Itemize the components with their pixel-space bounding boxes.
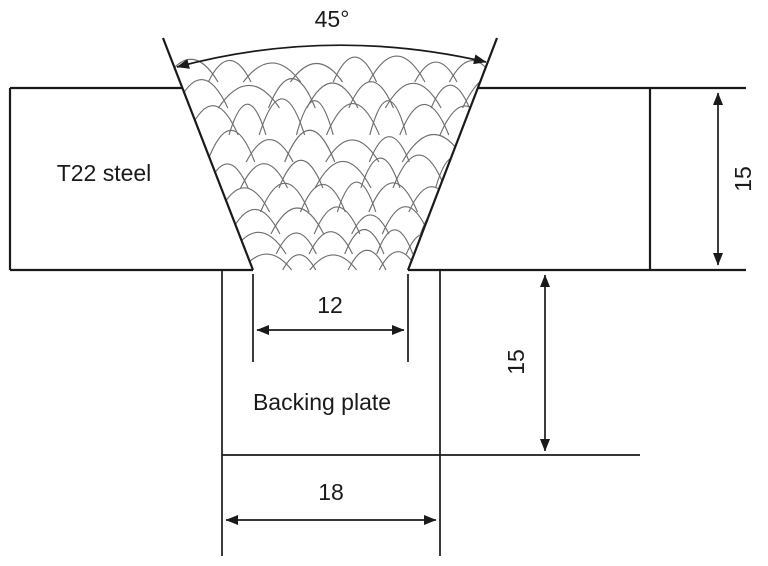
weld-bead-arc	[217, 84, 280, 109]
weld-bead-pattern	[163, 55, 497, 271]
weld-bead-arc	[207, 60, 252, 83]
weld-bead-arc	[448, 60, 497, 83]
groove-face-left	[161, 37, 255, 271]
weld-bead-arc	[278, 159, 324, 189]
weld-bead-arc	[313, 206, 361, 235]
backing-plate-label: Backing plate	[253, 389, 391, 415]
weld-bead-arc	[309, 254, 358, 271]
weld-bead-arc	[376, 229, 414, 255]
backing-height-dimension: 15	[503, 274, 550, 452]
weld-bead-arc	[228, 103, 267, 136]
backing-plate-outline	[221, 270, 640, 556]
plate-outlines	[8, 37, 746, 272]
material-label: T22 steel	[57, 160, 152, 186]
weld-bead-arc	[258, 98, 306, 136]
plate-thickness-value: 15	[730, 166, 756, 192]
weld-bead-arc	[399, 104, 450, 136]
weld-bead-arc	[368, 136, 410, 163]
weld-bead-arc	[368, 182, 419, 213]
backing-height-value: 15	[503, 349, 529, 375]
backing-width-value: 18	[318, 479, 344, 505]
weld-bead-arc	[267, 78, 316, 109]
weld-bead-arc	[314, 160, 372, 189]
weld-bead-arc	[295, 100, 334, 136]
groove-face-right	[406, 37, 499, 271]
weld-bead-arc	[325, 139, 380, 163]
weld-bead-arc	[284, 129, 336, 163]
weld-bead-arc	[360, 157, 401, 189]
root-gap-dimension: 12	[256, 292, 405, 335]
weld-bead-arc	[174, 79, 229, 109]
weld-bead-arc	[348, 81, 394, 109]
backing-width-dimension: 18	[225, 479, 437, 525]
groove-angle-dimension: 45°	[176, 6, 487, 69]
plate-thickness-dimension: 15	[713, 92, 756, 266]
weld-bead-arc	[206, 130, 256, 163]
weld-bead-arc	[369, 100, 407, 136]
root-gap-value: 12	[317, 292, 343, 318]
weld-bead-arc	[336, 181, 377, 213]
groove-angle-label: 45°	[315, 6, 350, 32]
angle-arc	[176, 44, 487, 69]
weld-bead-arc	[282, 254, 317, 271]
